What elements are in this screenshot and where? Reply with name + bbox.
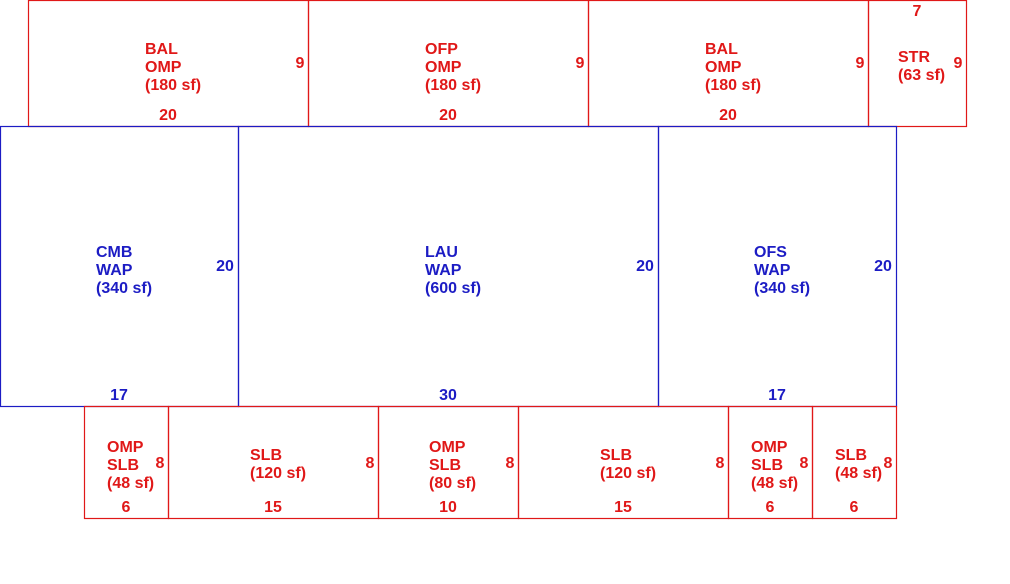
room-label-line: (340 sf) [754,280,810,297]
room-storage-room: STR(63 sf) 7 9 [867,0,968,128]
room-outline [811,405,898,520]
room-label-line: SLB [835,447,867,464]
room-label: SLB(120 sf) [250,447,306,482]
room-width-dimension: 6 [766,499,775,516]
room-label-line: WAP [96,262,133,279]
room-label-line: OMP [145,59,182,76]
room-label-line: SLB [751,457,783,474]
room-depth-dimension: 8 [506,455,515,472]
room-width-dimension: 30 [439,387,457,404]
room-label-line: OMP [751,439,788,456]
room-label: SLB(48 sf) [835,447,882,482]
room-label-line: (340 sf) [96,280,152,297]
room-width-dimension: 6 [850,499,859,516]
room-width-dimension: 10 [439,499,457,516]
room-label-line: OFP [425,41,458,58]
room-width-dimension: 7 [913,3,922,20]
room-depth-dimension: 9 [954,55,963,72]
room-label-line: SLB [107,457,139,474]
room-depth-dimension: 20 [216,258,234,275]
room-depth-dimension: 9 [296,55,305,72]
room-label-line: (180 sf) [425,77,481,94]
room-depth-dimension: 8 [884,455,893,472]
room-width-dimension: 20 [159,107,177,124]
room-label-line: (63 sf) [898,67,945,84]
room-label-line: OMP [425,59,462,76]
room-label-line: SLB [429,457,461,474]
room-width-dimension: 6 [122,499,131,516]
room-depth-dimension: 8 [156,455,165,472]
room-depth-dimension: 9 [856,55,865,72]
room-label-line: (80 sf) [429,475,476,492]
room-label-line: CMB [96,244,132,261]
room-width-dimension: 20 [439,107,457,124]
room-depth-dimension: 8 [800,455,809,472]
room-depth-dimension: 9 [576,55,585,72]
room-label-line: (48 sf) [751,475,798,492]
room-slb-bottom-4: SLB(120 sf) 15 8 [517,405,730,520]
room-width-dimension: 17 [768,387,786,404]
room-label: SLB(120 sf) [600,447,656,482]
room-label-line: LAU [425,244,458,261]
room-label-line: (120 sf) [600,465,656,482]
room-slb-bottom-2: SLB(120 sf) 15 8 [167,405,380,520]
room-depth-dimension: 8 [716,455,725,472]
room-label-line: SLB [250,447,282,464]
room-label-line: OMP [705,59,742,76]
room-width-dimension: 15 [614,499,632,516]
room-outline [867,0,968,128]
room-label-line: OFS [754,244,787,261]
room-depth-dimension: 20 [874,258,892,275]
room-label-line: (120 sf) [250,465,306,482]
room-label-line: (48 sf) [107,475,154,492]
room-label-line: (180 sf) [145,77,201,94]
room-label: STR(63 sf) [898,49,945,84]
room-width-dimension: 17 [110,387,128,404]
room-depth-dimension: 20 [636,258,654,275]
room-label-line: (48 sf) [835,465,882,482]
room-label-line: SLB [600,447,632,464]
room-width-dimension: 15 [264,499,282,516]
room-depth-dimension: 8 [366,455,375,472]
room-label-line: STR [898,49,930,66]
room-width-dimension: 20 [719,107,737,124]
room-label-line: BAL [705,41,738,58]
room-label-line: OMP [429,439,466,456]
room-label-line: (180 sf) [705,77,761,94]
room-label-line: WAP [425,262,462,279]
room-label-line: (600 sf) [425,280,481,297]
room-label-line: BAL [145,41,178,58]
room-slb-bottom-6: SLB(48 sf) 6 8 [811,405,898,520]
room-label-line: OMP [107,439,144,456]
room-label-line: WAP [754,262,791,279]
